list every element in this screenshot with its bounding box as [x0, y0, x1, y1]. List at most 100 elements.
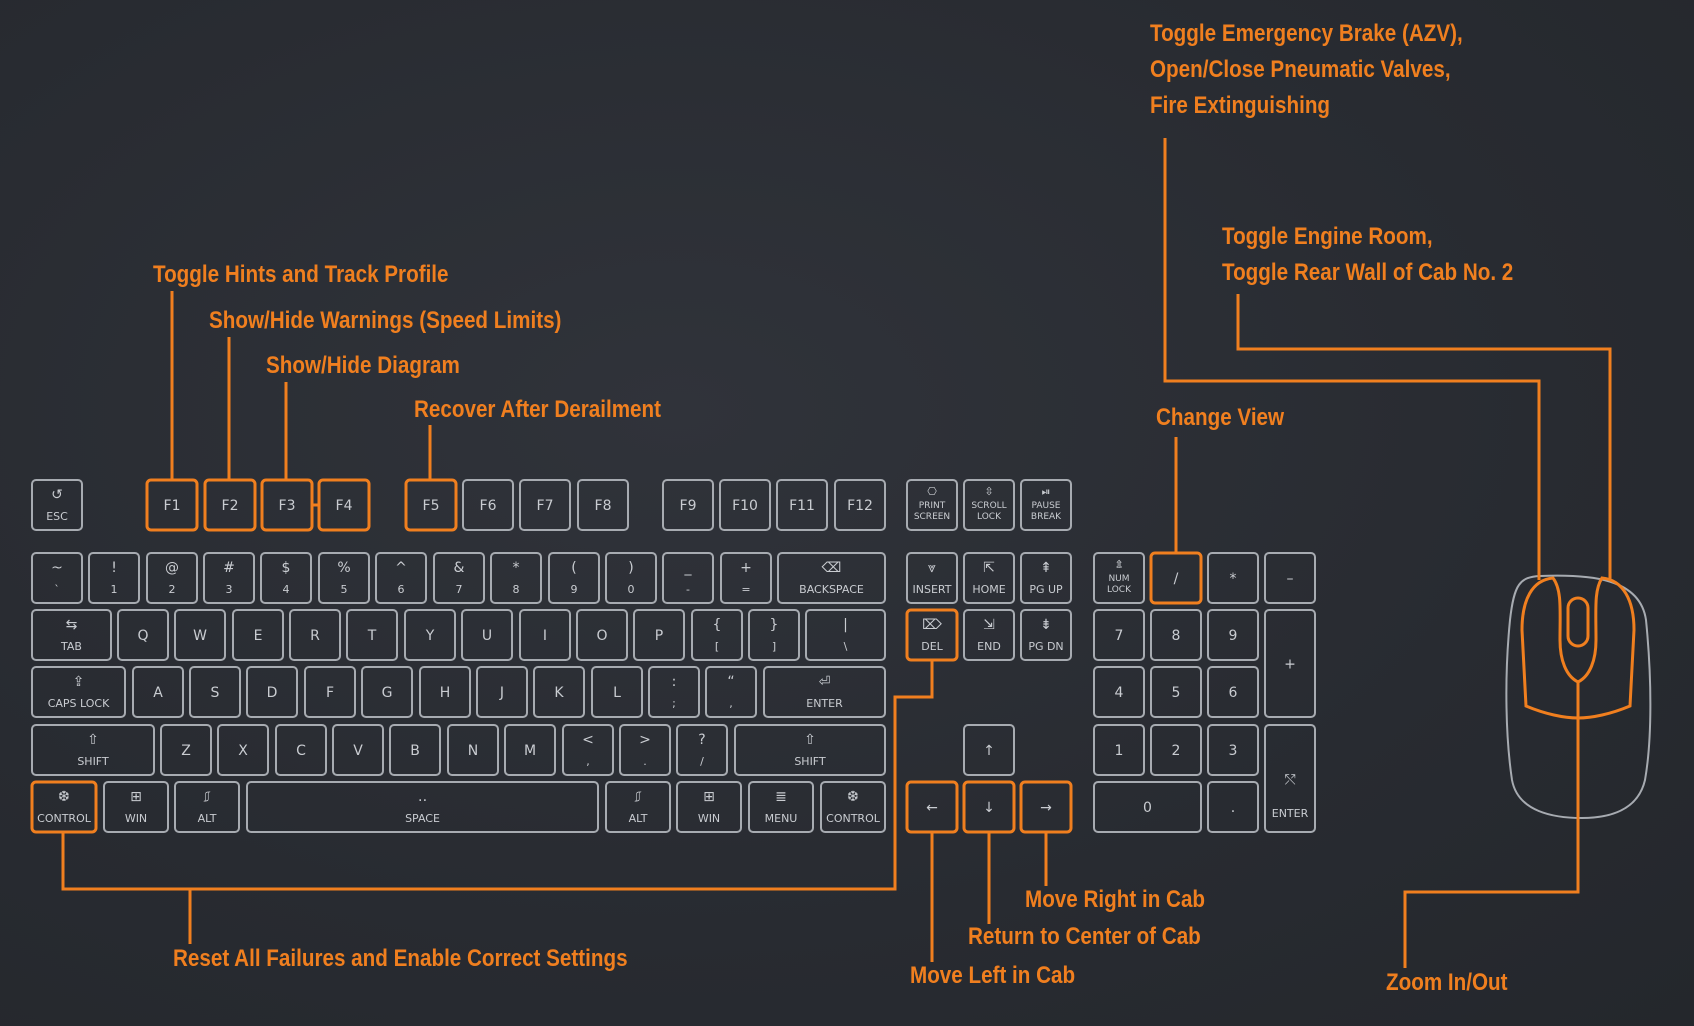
key-k6[interactable]: ^6 — [375, 552, 427, 604]
key-num6[interactable]: 6 — [1207, 666, 1259, 718]
key-minus[interactable]: _- — [662, 552, 714, 604]
key-t[interactable]: T — [346, 609, 398, 661]
key-num-slash[interactable]: / — [1149, 551, 1203, 605]
key-a[interactable]: A — [132, 666, 184, 718]
key-lbracket[interactable]: {[ — [691, 609, 743, 661]
key-arrow-left[interactable]: ← — [905, 780, 959, 834]
key-menu[interactable]: ≣MENU — [748, 781, 814, 833]
key-o[interactable]: O — [576, 609, 628, 661]
key-m[interactable]: M — [504, 724, 556, 776]
key-tab[interactable]: ⇆TAB — [31, 609, 112, 661]
key-arrow-down[interactable]: ↓ — [962, 780, 1016, 834]
key-num0[interactable]: 0 — [1093, 781, 1202, 833]
key-h[interactable]: H — [419, 666, 471, 718]
key-f3[interactable]: F3 — [260, 478, 314, 532]
key-win-left[interactable]: ⊞WIN — [103, 781, 169, 833]
key-control-left[interactable]: ❆CONTROL — [30, 780, 98, 834]
key-delete[interactable]: ⌦DEL — [905, 608, 959, 662]
key-w[interactable]: W — [174, 609, 226, 661]
key-slash[interactable]: ?/ — [676, 724, 728, 776]
key-quote[interactable]: “, — [705, 666, 757, 718]
key-e[interactable]: E — [232, 609, 284, 661]
key-f2[interactable]: F2 — [203, 478, 257, 532]
key-num5[interactable]: 5 — [1150, 666, 1202, 718]
key-q[interactable]: Q — [117, 609, 169, 661]
key-k3[interactable]: #3 — [203, 552, 255, 604]
key-rbracket[interactable]: }] — [748, 609, 800, 661]
key-num7[interactable]: 7 — [1093, 609, 1145, 661]
key-insert[interactable]: ⩔INSERT — [906, 552, 958, 604]
key-v[interactable]: V — [332, 724, 384, 776]
key-arrow-right[interactable]: → — [1019, 780, 1073, 834]
key-equals[interactable]: += — [720, 552, 772, 604]
key-num2[interactable]: 2 — [1150, 724, 1202, 776]
key-shift-right[interactable]: ⇧SHIFT — [734, 724, 886, 776]
key-tilde[interactable]: ~` — [31, 552, 83, 604]
key-win-right[interactable]: ⊞WIN — [676, 781, 742, 833]
key-k5[interactable]: %5 — [318, 552, 370, 604]
key-n[interactable]: N — [447, 724, 499, 776]
key-caps-lock[interactable]: ⇪CAPS LOCK — [31, 666, 126, 718]
key-f6[interactable]: F6 — [462, 479, 514, 531]
key-arrow-up[interactable]: ↑ — [963, 724, 1015, 776]
key-num8[interactable]: 8 — [1150, 609, 1202, 661]
key-home[interactable]: ⇱HOME — [963, 552, 1015, 604]
key-c[interactable]: C — [275, 724, 327, 776]
key-j[interactable]: J — [476, 666, 528, 718]
key-control-right[interactable]: ❆CONTROL — [820, 781, 886, 833]
key-k1[interactable]: !1 — [88, 552, 140, 604]
key-k7[interactable]: &7 — [433, 552, 485, 604]
key-f12[interactable]: F12 — [834, 479, 886, 531]
key-b[interactable]: B — [389, 724, 441, 776]
key-page-down[interactable]: ⇟PG DN — [1020, 609, 1072, 661]
key-num4[interactable]: 4 — [1093, 666, 1145, 718]
key-f9[interactable]: F9 — [662, 479, 714, 531]
key-page-up[interactable]: ⇞PG UP — [1020, 552, 1072, 604]
key-f7[interactable]: F7 — [519, 479, 571, 531]
key-f8[interactable]: F8 — [577, 479, 629, 531]
key-shift-left[interactable]: ⇧SHIFT — [31, 724, 155, 776]
key-num-dot[interactable]: . — [1207, 781, 1259, 833]
key-comma[interactable]: <, — [562, 724, 614, 776]
key-space[interactable]: ‥SPACE — [246, 781, 599, 833]
key-u[interactable]: U — [461, 609, 513, 661]
key-num-minus[interactable]: – — [1264, 552, 1316, 604]
key-l[interactable]: L — [591, 666, 643, 718]
key-z[interactable]: Z — [160, 724, 212, 776]
key-f5[interactable]: F5 — [404, 478, 458, 532]
key-x[interactable]: X — [217, 724, 269, 776]
key-backspace[interactable]: ⌫BACKSPACE — [777, 552, 886, 604]
key-period[interactable]: >. — [619, 724, 671, 776]
key-semicolon[interactable]: :; — [648, 666, 700, 718]
key-num-enter[interactable]: ⤲ENTER — [1264, 724, 1316, 833]
key-f1[interactable]: F1 — [145, 478, 199, 532]
key-y[interactable]: Y — [404, 609, 456, 661]
key-k8[interactable]: *8 — [490, 552, 542, 604]
key-s[interactable]: S — [189, 666, 241, 718]
key-enter[interactable]: ⏎ENTER — [763, 666, 886, 718]
key-g[interactable]: G — [361, 666, 413, 718]
key-p[interactable]: P — [633, 609, 685, 661]
key-k4[interactable]: $4 — [260, 552, 312, 604]
key-esc[interactable]: ↺ESC — [31, 479, 83, 531]
key-k0[interactable]: )0 — [605, 552, 657, 604]
key-k9[interactable]: (9 — [548, 552, 600, 604]
key-f4[interactable]: F4 — [317, 478, 371, 532]
key-k[interactable]: K — [533, 666, 585, 718]
key-backslash[interactable]: |\ — [805, 609, 886, 661]
key-num1[interactable]: 1 — [1093, 724, 1145, 776]
key-end[interactable]: ⇲END — [963, 609, 1015, 661]
key-num3[interactable]: 3 — [1207, 724, 1259, 776]
key-f[interactable]: F — [304, 666, 356, 718]
key-num-plus[interactable]: + — [1264, 609, 1316, 718]
key-k2[interactable]: @2 — [146, 552, 198, 604]
key-num-star[interactable]: * — [1207, 552, 1259, 604]
key-num9[interactable]: 9 — [1207, 609, 1259, 661]
key-i[interactable]: I — [519, 609, 571, 661]
key-r[interactable]: R — [289, 609, 341, 661]
key-f10[interactable]: F10 — [719, 479, 771, 531]
